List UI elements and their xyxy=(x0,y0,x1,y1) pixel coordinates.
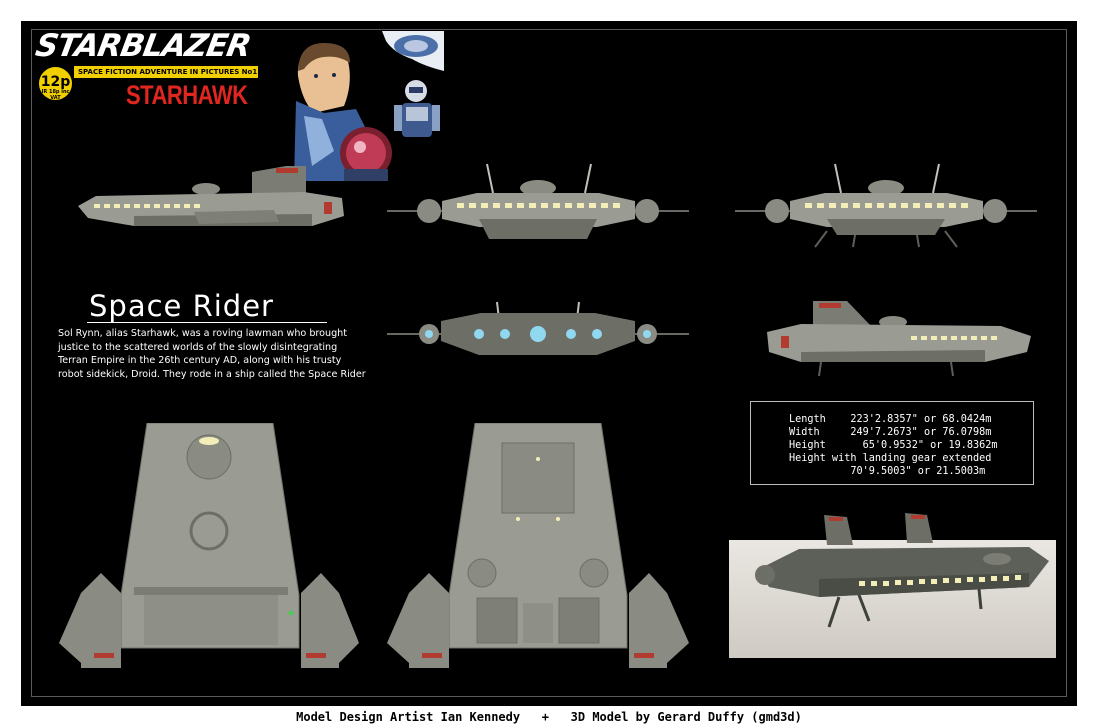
starblazer-logo: STARBLAZER 12p IR 18p inc VAT SPACE FICT… xyxy=(32,28,264,120)
sheet-border xyxy=(31,29,1067,697)
blueprint-sheet: STARBLAZER 12p IR 18p inc VAT SPACE FICT… xyxy=(21,21,1077,706)
spec-value: 223'2.8357" or 68.0424m xyxy=(850,414,992,425)
ship-rear-view xyxy=(387,301,689,355)
credits-footer: Model Design Artist Ian Kennedy + 3D Mod… xyxy=(296,710,802,724)
ship-side-view xyxy=(78,166,344,226)
logo-title: STARBLAZER xyxy=(32,28,254,64)
price-badge: 12p IR 18p inc VAT xyxy=(38,66,73,101)
specifications-box: Length 223'2.8357" or 68.0424m Width 249… xyxy=(750,401,1034,485)
logo-subtitle: STARHAWK xyxy=(126,80,248,110)
spec-value: 249'7.2673" or 76.0798m xyxy=(850,427,992,438)
ship-description: Sol Rynn, alias Starhawk, was a roving l… xyxy=(58,328,366,380)
spec-row-height-gear: Height with landing gear extended xyxy=(789,452,1033,465)
spec-label: Length xyxy=(789,414,826,425)
spec-row-width: Width 249'7.2673" or 76.0798m xyxy=(789,426,1033,439)
price-text: 12p xyxy=(40,74,71,90)
ship-bottom-view xyxy=(387,423,689,668)
spec-row-height-gear-value: 70'9.5003" or 21.5003m xyxy=(789,465,1033,478)
spec-label: Height xyxy=(789,440,826,451)
spec-row-height: Height 65'0.9532" or 19.8362m xyxy=(789,439,1033,452)
spec-value: 70'9.5003" or 21.5003m xyxy=(850,466,986,477)
page-title: Space Rider xyxy=(89,289,274,323)
cover-artwork xyxy=(294,31,444,181)
ship-front-view-gear xyxy=(735,163,1037,248)
ship-top-view xyxy=(59,423,359,668)
ship-side-view-2 xyxy=(767,301,1031,377)
title-underline xyxy=(87,322,327,323)
price-subtext: IR 18p inc VAT xyxy=(41,89,70,101)
spec-label: Height with landing gear extended xyxy=(789,453,992,464)
spec-value: 65'0.9532" or 19.8362m xyxy=(862,440,998,451)
spec-row-length: Length 223'2.8357" or 68.0424m xyxy=(789,413,1033,426)
spec-label: Width xyxy=(789,427,820,438)
logo-banner: SPACE FICTION ADVENTURE IN PICTURES No11 xyxy=(74,66,262,78)
ship-perspective-render xyxy=(755,513,1049,628)
ship-front-view xyxy=(387,163,689,239)
